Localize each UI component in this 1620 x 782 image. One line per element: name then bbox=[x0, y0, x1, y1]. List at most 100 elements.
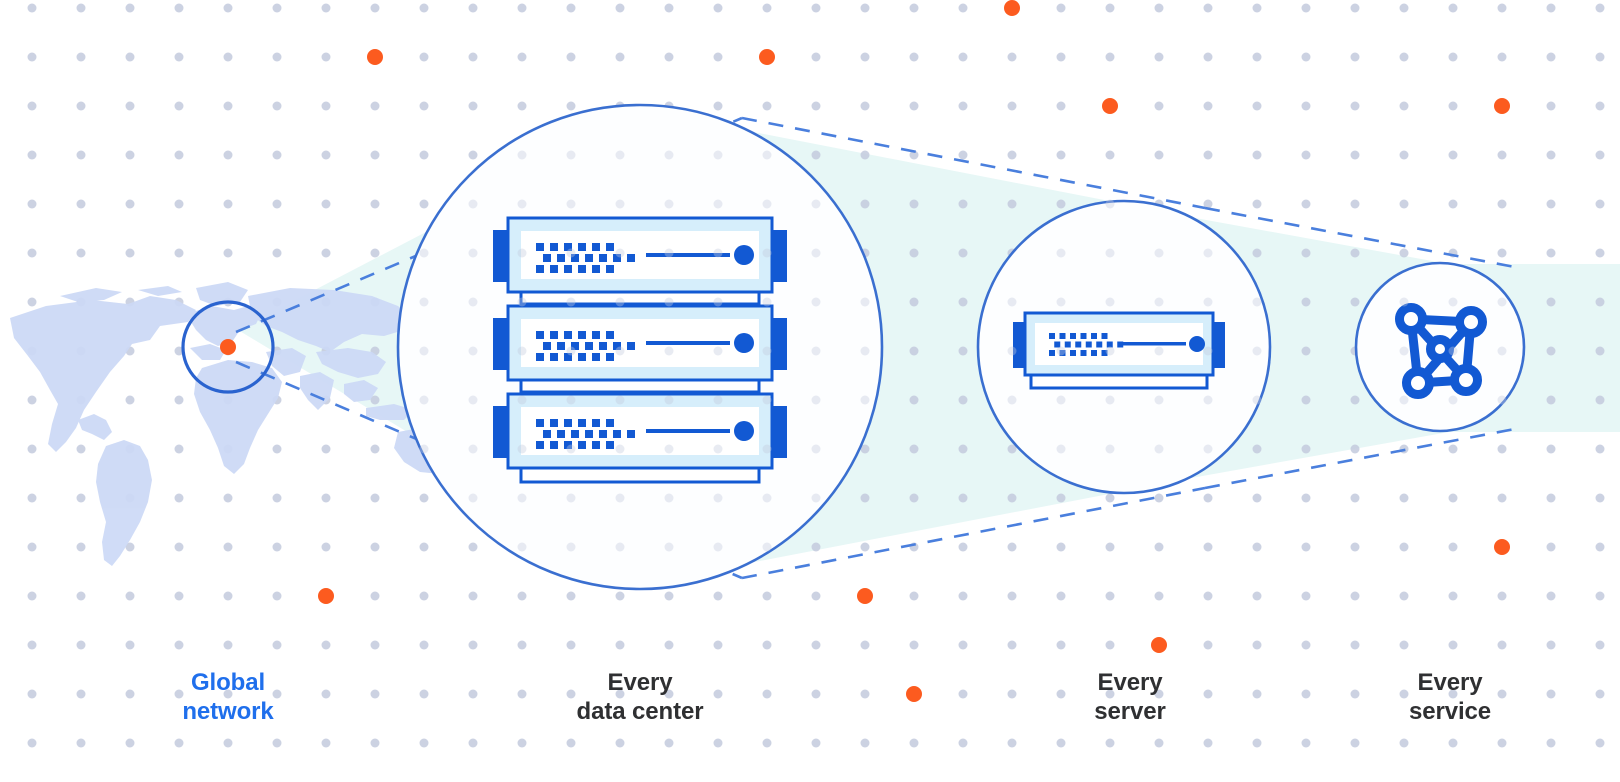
grid-dot bbox=[468, 346, 478, 356]
grid-dot bbox=[1154, 150, 1164, 160]
grid-dot bbox=[27, 444, 37, 454]
grid-dot-highlight bbox=[906, 686, 922, 702]
grid-dot bbox=[272, 248, 282, 258]
grid-dot bbox=[1399, 297, 1409, 307]
server-vent-dot bbox=[564, 331, 572, 339]
grid-dot bbox=[1301, 640, 1311, 650]
server-vent-dot bbox=[550, 265, 558, 273]
server-vent-dot bbox=[550, 353, 558, 361]
grid-dot bbox=[419, 346, 429, 356]
grid-dot bbox=[1595, 101, 1605, 111]
grid-dot bbox=[713, 444, 723, 454]
grid-dot bbox=[811, 591, 821, 601]
grid-dot bbox=[321, 689, 331, 699]
grid-dot bbox=[1546, 591, 1556, 601]
grid-dot bbox=[1203, 542, 1213, 552]
grid-dot bbox=[517, 738, 527, 748]
server-vent-dot bbox=[536, 265, 544, 273]
server-vent-dot bbox=[571, 430, 579, 438]
grid-dot bbox=[1105, 199, 1115, 209]
network-mesh-nodes bbox=[1395, 303, 1487, 399]
grid-dot bbox=[370, 199, 380, 209]
grid-dot bbox=[370, 689, 380, 699]
server-vent-dots-3 bbox=[536, 419, 635, 449]
grid-dot bbox=[517, 199, 527, 209]
grid-dot bbox=[909, 52, 919, 62]
grid-dot bbox=[1203, 248, 1213, 258]
grid-dot bbox=[860, 738, 870, 748]
grid-dot bbox=[1595, 297, 1605, 307]
grid-dot bbox=[664, 248, 674, 258]
grid-dot bbox=[1399, 738, 1409, 748]
grid-dot bbox=[1399, 150, 1409, 160]
grid-dot bbox=[1399, 689, 1409, 699]
grid-dot bbox=[517, 101, 527, 111]
grid-dot bbox=[76, 493, 86, 503]
server-status-dot-3 bbox=[734, 421, 754, 441]
server-vent-dot bbox=[1091, 333, 1097, 339]
grid-dot bbox=[1448, 150, 1458, 160]
grid-dot bbox=[125, 3, 135, 13]
server-vent-dots-1 bbox=[536, 243, 635, 273]
grid-dot bbox=[615, 346, 625, 356]
grid-dot bbox=[370, 542, 380, 552]
server-vent-dot bbox=[592, 419, 600, 427]
grid-dot bbox=[1056, 689, 1066, 699]
server-status-dot-2 bbox=[734, 333, 754, 353]
grid-dot bbox=[1252, 199, 1262, 209]
grid-dot bbox=[664, 3, 674, 13]
grid-dot bbox=[1301, 150, 1311, 160]
server-vent-dot bbox=[613, 342, 621, 350]
grid-dot bbox=[1399, 248, 1409, 258]
server-vent-dot bbox=[1049, 333, 1055, 339]
grid-dot bbox=[1252, 738, 1262, 748]
grid-dot bbox=[909, 248, 919, 258]
grid-dot bbox=[1056, 52, 1066, 62]
grid-dot bbox=[1546, 395, 1556, 405]
grid-dot bbox=[1399, 52, 1409, 62]
grid-dot bbox=[76, 689, 86, 699]
grid-dot bbox=[1595, 248, 1605, 258]
grid-dot bbox=[1546, 689, 1556, 699]
grid-dot bbox=[566, 591, 576, 601]
grid-dot bbox=[1546, 493, 1556, 503]
server-vent-dot bbox=[1117, 341, 1124, 348]
grid-dot bbox=[321, 542, 331, 552]
server-vent-dot bbox=[1101, 333, 1108, 339]
grid-dot bbox=[1546, 640, 1556, 650]
grid-dot bbox=[566, 738, 576, 748]
grid-dot bbox=[223, 248, 233, 258]
grid-dot bbox=[517, 346, 527, 356]
grid-dot bbox=[1203, 395, 1213, 405]
grid-dot bbox=[419, 297, 429, 307]
grid-dot bbox=[1497, 297, 1507, 307]
grid-dot bbox=[1448, 199, 1458, 209]
grid-dot bbox=[1056, 346, 1066, 356]
grid-dot bbox=[517, 542, 527, 552]
grid-dot bbox=[615, 640, 625, 650]
mesh-node-bottom-right bbox=[1450, 364, 1482, 396]
grid-dot bbox=[958, 101, 968, 111]
grid-dot bbox=[174, 395, 184, 405]
grid-dot bbox=[1105, 689, 1115, 699]
server-vent-dot bbox=[564, 441, 572, 449]
grid-dot bbox=[1007, 199, 1017, 209]
grid-dot bbox=[27, 542, 37, 552]
grid-dot bbox=[1007, 395, 1017, 405]
grid-dot bbox=[1056, 542, 1066, 552]
grid-dot bbox=[1105, 493, 1115, 503]
grid-dot bbox=[1350, 395, 1360, 405]
grid-dot bbox=[1448, 542, 1458, 552]
server-vent-dot bbox=[1106, 341, 1113, 348]
label-every-server: Every server bbox=[1094, 669, 1166, 726]
grid-dot bbox=[272, 591, 282, 601]
grid-dot bbox=[566, 493, 576, 503]
grid-dot bbox=[468, 3, 478, 13]
label-global-network: Global network bbox=[182, 669, 274, 726]
grid-dot bbox=[1007, 150, 1017, 160]
grid-dot-highlight bbox=[1102, 98, 1118, 114]
server-vent-dot bbox=[543, 430, 551, 438]
grid-dot bbox=[1056, 3, 1066, 13]
grid-dot bbox=[1350, 444, 1360, 454]
grid-dot bbox=[76, 444, 86, 454]
